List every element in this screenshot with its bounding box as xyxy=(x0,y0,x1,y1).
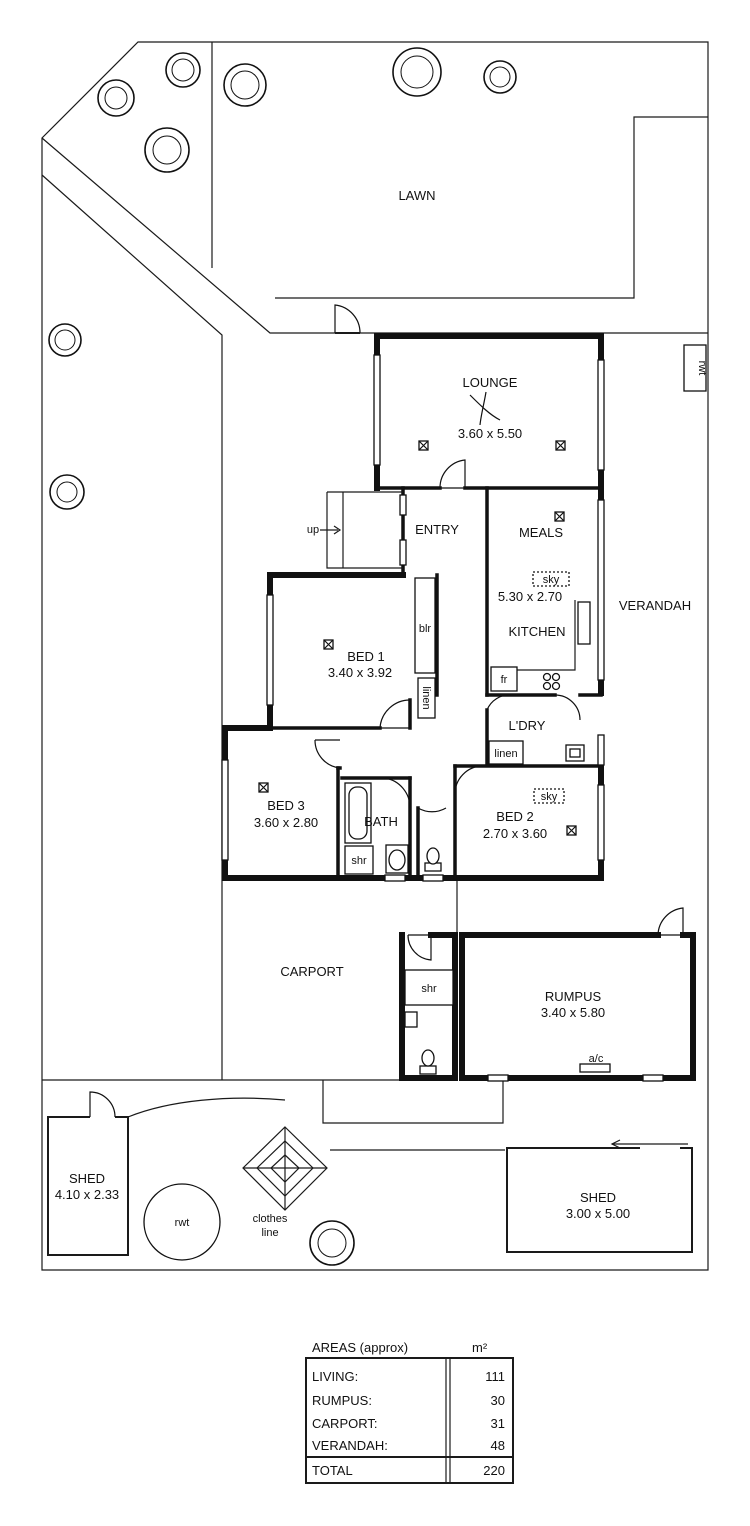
bed3-name: BED 3 xyxy=(267,798,305,813)
areas-row-label: VERANDAH: xyxy=(312,1438,388,1453)
bed2-dims: 2.70 x 3.60 xyxy=(483,826,547,841)
areas-row-label: LIVING: xyxy=(312,1369,358,1384)
lounge-name: LOUNGE xyxy=(463,375,518,390)
rumpus-name: RUMPUS xyxy=(545,989,602,1004)
verandah-label: VERANDAH xyxy=(619,598,691,613)
rwt-round: rwt xyxy=(143,1183,221,1261)
tree-icon xyxy=(49,474,85,510)
laundry-fittings: linen xyxy=(488,740,585,765)
areas-title: AREAS (approx) xyxy=(312,1340,408,1355)
light-fixture-icon xyxy=(323,639,334,650)
bed1-name: BED 1 xyxy=(347,649,385,664)
fridge-label: fr xyxy=(501,674,508,686)
clothes-line-icon xyxy=(242,1126,328,1211)
tree-icon xyxy=(48,323,82,357)
clothes-line-label-1: clothes xyxy=(253,1213,288,1225)
small-shed xyxy=(47,1091,286,1256)
kitchen-fittings: fr sky xyxy=(490,571,591,692)
areas-table: AREAS (approx) m² LIVING: 111 RUMPUS: 30… xyxy=(305,1340,514,1484)
blr-label: blr xyxy=(419,623,432,635)
ceiling-fan-icon xyxy=(469,391,501,426)
toilet-icon xyxy=(419,1049,437,1075)
up-label: up xyxy=(307,524,319,536)
areas-row-label: CARPORT: xyxy=(312,1416,378,1431)
bed1-dims: 3.40 x 3.92 xyxy=(328,665,392,680)
sky-kitchen-label: sky xyxy=(543,574,560,586)
tree-icon xyxy=(309,1220,355,1266)
tree-icon xyxy=(223,63,267,107)
rwt-tank-label: rwt xyxy=(696,361,708,376)
rainwater-tank: rwt xyxy=(683,344,708,392)
bed1-storage: blr linen xyxy=(414,577,436,719)
doors xyxy=(314,459,581,813)
trees xyxy=(48,47,517,1266)
bed3-dims: 3.60 x 2.80 xyxy=(254,815,318,830)
kitchen-name: KITCHEN xyxy=(508,624,565,639)
shr-rumpus-label: shr xyxy=(421,983,437,995)
site-boundary xyxy=(41,41,709,1271)
linen1-label: linen xyxy=(420,686,432,709)
entry-porch: up xyxy=(307,491,403,569)
rumpus-block: a/c shr xyxy=(399,907,696,1082)
clothes-line-label-2: line xyxy=(261,1227,278,1239)
areas-total-value: 220 xyxy=(483,1463,505,1478)
light-fixture-icon xyxy=(555,440,566,451)
areas-total-label: TOTAL xyxy=(312,1463,353,1478)
entry-name: ENTRY xyxy=(415,522,459,537)
toilet-icon xyxy=(424,847,442,872)
tree-icon xyxy=(97,79,135,117)
shr-bath-label: shr xyxy=(351,855,367,867)
bed2-skylight: sky xyxy=(533,788,565,804)
kitchen-dims: 5.30 x 2.70 xyxy=(498,589,562,604)
areas-unit: m² xyxy=(472,1340,488,1355)
areas-row-label: RUMPUS: xyxy=(312,1393,372,1408)
areas-row-value: 30 xyxy=(491,1393,505,1408)
areas-row-value: 31 xyxy=(491,1416,505,1431)
light-fixture-icon xyxy=(554,511,565,522)
ac-label: a/c xyxy=(589,1053,604,1065)
shed-small-name: SHED xyxy=(69,1171,105,1186)
tree-icon xyxy=(392,47,442,97)
bed2-name: BED 2 xyxy=(496,809,534,824)
tree-icon xyxy=(144,127,190,173)
light-fixture-icon xyxy=(418,440,429,451)
meals-name: MEALS xyxy=(519,525,563,540)
light-fixture-icon xyxy=(258,782,269,793)
bath-fittings: shr xyxy=(344,782,442,875)
shed-small-dims: 4.10 x 2.33 xyxy=(55,1187,119,1202)
areas-row-value: 48 xyxy=(491,1438,505,1453)
lawn-label: LAWN xyxy=(398,188,435,203)
linen2-label: linen xyxy=(494,748,517,760)
light-fixture-icon xyxy=(566,825,577,836)
shed-large-dims: 3.00 x 5.00 xyxy=(566,1206,630,1221)
windows xyxy=(221,354,605,882)
areas-row-value: 111 xyxy=(485,1369,505,1384)
shed-large-name: SHED xyxy=(580,1190,616,1205)
rwt-round-label: rwt xyxy=(175,1217,190,1229)
lounge-dims: 3.60 x 5.50 xyxy=(458,426,522,441)
carport-label: CARPORT xyxy=(280,964,343,979)
large-shed xyxy=(506,1139,693,1253)
ceiling-fixtures xyxy=(258,391,577,836)
tree-icon xyxy=(483,60,517,94)
laundry-name: L'DRY xyxy=(509,718,546,733)
rumpus-dims: 3.40 x 5.80 xyxy=(541,1005,605,1020)
tree-icon xyxy=(165,52,201,88)
room-labels: LOUNGE 3.60 x 5.50 ENTRY MEALS 5.30 x 2.… xyxy=(55,375,691,1221)
bath-name: BATH xyxy=(364,814,398,829)
cooktop-icon xyxy=(542,672,561,691)
sky-bed2-label: sky xyxy=(541,791,558,803)
